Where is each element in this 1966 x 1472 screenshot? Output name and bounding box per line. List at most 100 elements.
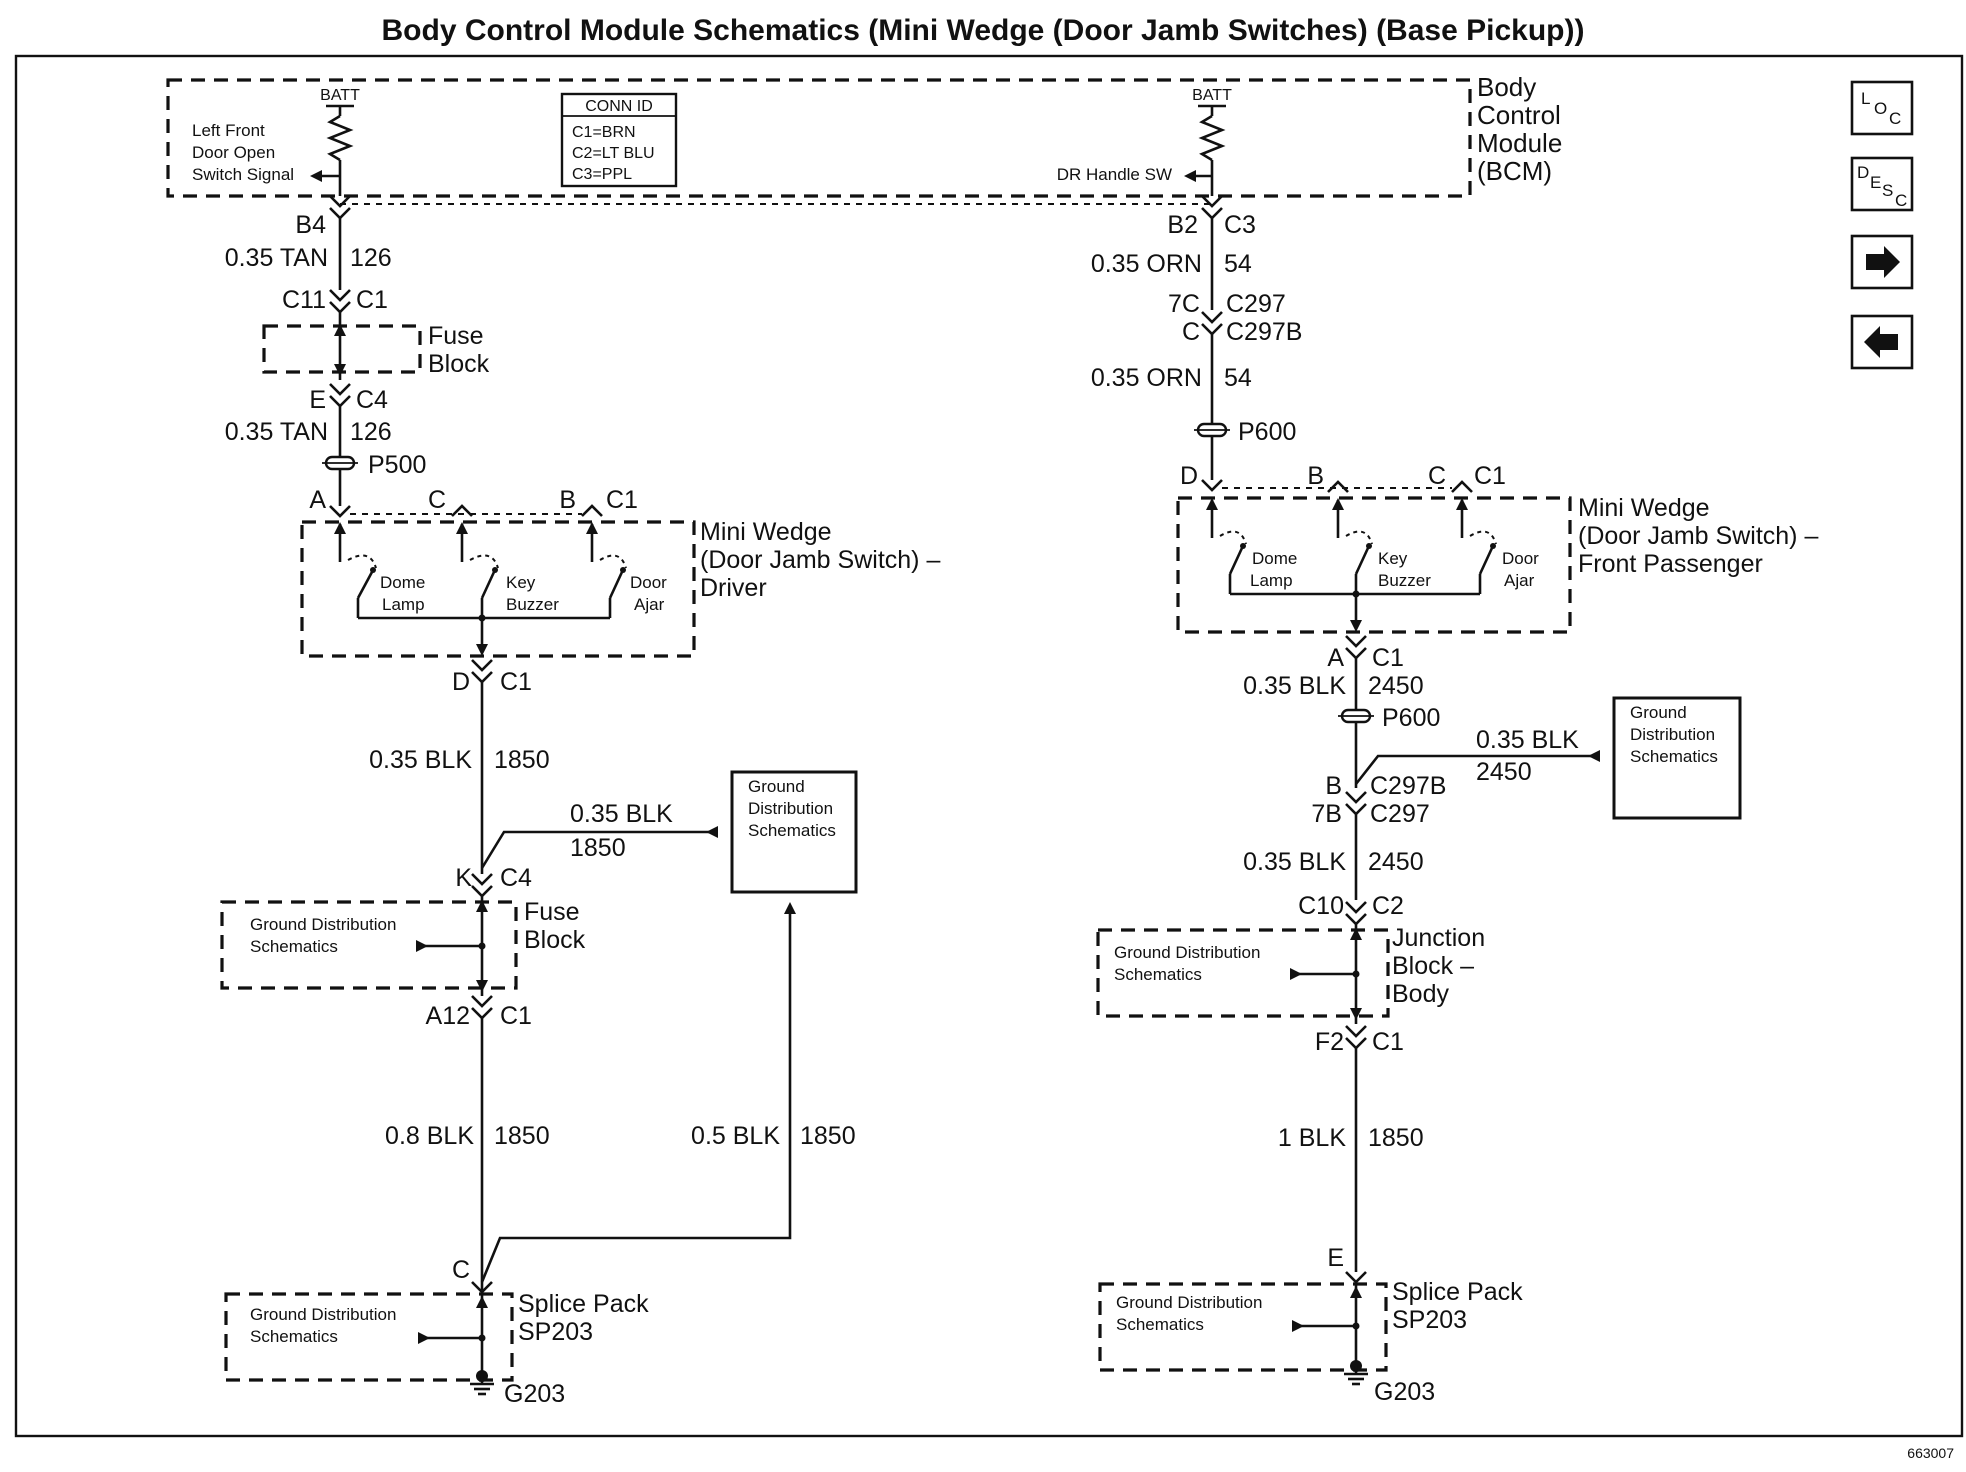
right-c297b2-connector <box>1345 791 1367 816</box>
left-gd-box[interactable] <box>730 770 858 894</box>
left-mw-pin-a: A <box>309 486 326 514</box>
left-fb2-top-connector <box>471 873 493 898</box>
right-sp-pin: E <box>1327 1244 1344 1272</box>
right-sp-gd-label[interactable]: Ground Distribution Schematics <box>1116 1293 1267 1334</box>
left-fb2-top-pin: K <box>455 864 472 892</box>
left-inline-connector <box>322 455 358 471</box>
left-inline-label: P500 <box>368 451 426 479</box>
right-jb-gd-label[interactable]: Ground Distribution Schematics <box>1114 943 1265 984</box>
left-ground-icon <box>470 1370 494 1396</box>
left-wire3-circuit: 1850 <box>494 746 550 774</box>
resistor-right-icon <box>1198 114 1226 162</box>
loc-button-o: O <box>1874 99 1887 118</box>
right-sw2-label: Key Buzzer <box>1378 549 1431 590</box>
diagram-frame <box>14 54 1964 1438</box>
right-jb-name: Junction Block – Body <box>1392 924 1492 1008</box>
right-mw-name: Mini Wedge (Door Jamb Switch) – Front Pa… <box>1578 494 1825 578</box>
right-wire5-gauge: 1 BLK <box>1278 1124 1346 1152</box>
desc-button-d: D <box>1857 163 1869 182</box>
right-mw-pin-b: B <box>1307 462 1324 490</box>
right-jb-gd-arrow-icon <box>1290 968 1302 980</box>
right-sp-connector <box>1345 1271 1367 1284</box>
desc-button-s: S <box>1882 181 1893 200</box>
right-branch-circuit: 2450 <box>1476 758 1532 786</box>
right-jb-bot-conn: C1 <box>1372 1028 1404 1056</box>
left-mw-bot-conn: C1 <box>500 668 532 696</box>
left-wire3-gauge: 0.35 BLK <box>369 746 472 774</box>
right-branch-arrow-icon <box>1588 750 1600 762</box>
right-mini-wedge-box <box>1176 496 1572 634</box>
left-mini-wedge-box <box>300 520 696 658</box>
right-sp-name: Splice Pack SP203 <box>1392 1278 1530 1334</box>
right-c297-pin: 7C <box>1168 290 1200 318</box>
right-wire1-gauge: 0.35 ORN <box>1091 250 1202 278</box>
right-branch-gauge: 0.35 BLK <box>1476 726 1579 754</box>
left-mw-conn: C1 <box>606 486 638 514</box>
left-branch-gauge: 0.35 BLK <box>570 800 673 828</box>
left-wire5-gauge: 0.5 BLK <box>691 1122 780 1150</box>
bcm-name: Body Control Module (BCM) <box>1477 72 1570 186</box>
right-inline-connector <box>1194 422 1230 438</box>
left-fb2-gd-label[interactable]: Ground Distribution Schematics <box>250 915 401 956</box>
left-switch-ajar <box>586 522 627 618</box>
resistor-left-icon <box>326 114 354 162</box>
next-arrow-icon <box>1866 246 1900 278</box>
left-fb2-bot-conn: C1 <box>500 1002 532 1030</box>
right-sp-box <box>1098 1282 1388 1372</box>
left-wire2-gauge: 0.35 TAN <box>225 418 328 446</box>
loc-button-l: L <box>1861 89 1870 108</box>
desc-button-c: C <box>1895 191 1907 210</box>
next-button[interactable] <box>1850 234 1914 290</box>
left-sw3-label: Door Ajar <box>630 573 672 614</box>
left-branch-arrow-icon <box>706 826 718 838</box>
left-fuse-bot-conn: C4 <box>356 386 388 414</box>
right-sw3-label: Door Ajar <box>1502 549 1544 590</box>
right-bcm-connector <box>1201 195 1223 220</box>
loc-button[interactable]: L O C <box>1850 80 1914 136</box>
right-mw-bot-pin: A <box>1327 644 1344 672</box>
left-fuse-top-conn: C1 <box>356 286 388 314</box>
right-c297-connector <box>1201 311 1223 336</box>
left-sp-gd-label[interactable]: Ground Distribution Schematics <box>250 1305 401 1346</box>
right-bcm-conn: C3 <box>1224 211 1256 239</box>
left-signal-label: Left Front Door Open Switch Signal <box>192 121 294 184</box>
left-fuse-top-pin: C11 <box>282 286 326 314</box>
left-sw1-label: Dome Lamp <box>380 573 430 614</box>
right-ground-label: G203 <box>1374 1378 1435 1406</box>
prev-button[interactable] <box>1850 314 1914 370</box>
right-jb-bot-connector <box>1345 1025 1367 1050</box>
right-mw-conn: C1 <box>1474 462 1506 490</box>
left-fb2-top-conn: C4 <box>500 864 532 892</box>
left-wire1-circuit: 126 <box>350 244 392 272</box>
right-gd-box[interactable] <box>1612 696 1742 820</box>
batt-right-label: BATT <box>1192 87 1232 104</box>
left-sp-gd-arrow-icon <box>418 1332 430 1344</box>
batt-left-label: BATT <box>320 87 360 104</box>
left-mw-name: Mini Wedge (Door Jamb Switch) – Driver <box>700 518 947 602</box>
left-wire4-gauge: 0.8 BLK <box>385 1122 474 1150</box>
left-gd-box-label: Ground Distribution Schematics <box>748 777 838 840</box>
right-wire3-circuit: 2450 <box>1368 672 1424 700</box>
left-switch-dome <box>334 522 377 618</box>
left-fuse-block-name: Fuse Block <box>428 322 491 378</box>
right-c297b-pin: C <box>1182 318 1200 346</box>
left-wire2-circuit: 126 <box>350 418 392 446</box>
right-mw-bot-conn: C1 <box>1372 644 1404 672</box>
signal-arrow-right-icon <box>1184 170 1196 182</box>
right-c2972-pin: 7B <box>1311 800 1342 828</box>
left-fb2-bot-connector <box>471 995 493 1020</box>
desc-button[interactable]: D E S C <box>1850 156 1914 212</box>
desc-button-e: E <box>1870 173 1881 192</box>
right-c297-conn: C297 <box>1226 290 1286 318</box>
left-fb2-box <box>220 900 518 990</box>
left-fb2-gd-arrow-icon <box>416 940 428 952</box>
right-mw-pin-c: C <box>1428 462 1446 490</box>
right-jb-top-connector <box>1345 901 1367 926</box>
right-sw1-label: Dome Lamp <box>1250 549 1302 590</box>
right-c297b2-conn: C297B <box>1370 772 1446 800</box>
left-fb2-bot-pin: A12 <box>426 1002 470 1030</box>
right-ground-icon <box>1344 1360 1368 1386</box>
right-switch-dome <box>1206 498 1247 594</box>
right-jb-top-conn: C2 <box>1372 892 1404 920</box>
